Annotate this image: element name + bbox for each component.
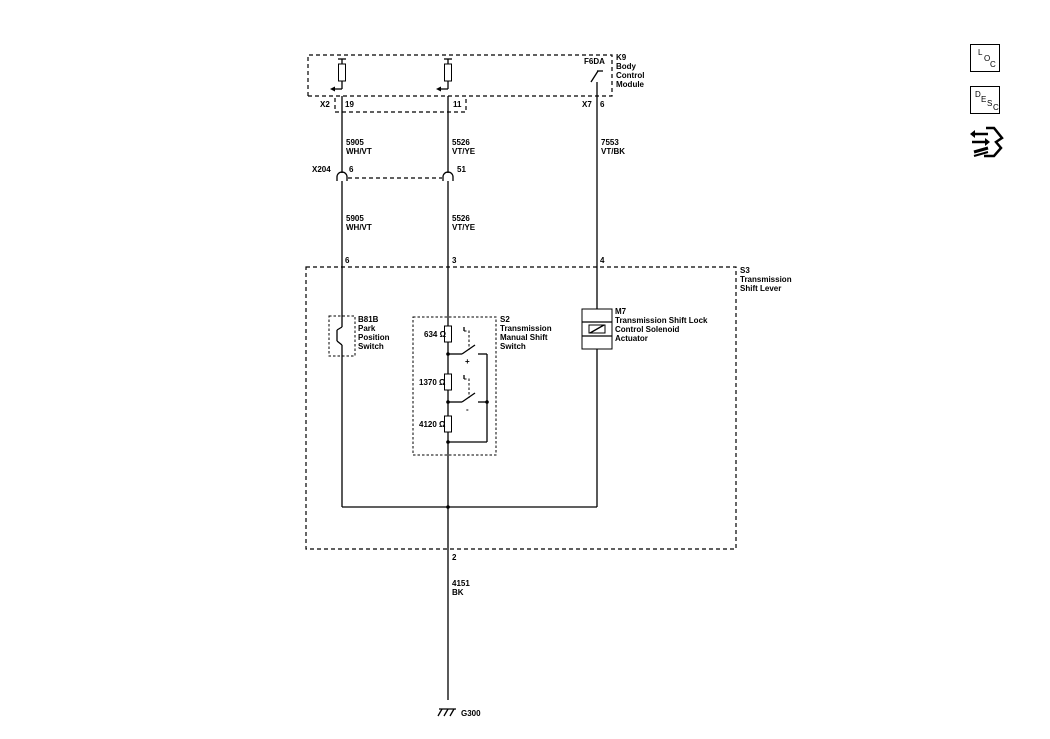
resistor-4120-label: 4120 Ω — [419, 420, 446, 429]
k9-body-control-module: K9 Body Control Module — [307, 53, 645, 113]
desc-letter-4: C — [993, 103, 999, 112]
m7-id-label: M7 — [615, 307, 627, 316]
k9-name-line1: Body — [616, 62, 637, 71]
circuit-4151-color: BK — [452, 588, 464, 597]
f6da-label: F6DA — [584, 57, 605, 66]
f6da-switch: F6DA — [584, 57, 605, 96]
s3-pin-3: 3 — [452, 256, 457, 265]
ground-g300-label: G300 — [461, 709, 481, 718]
s3-pin-4: 4 — [600, 256, 605, 265]
connector-x2-label: X2 — [320, 100, 330, 109]
s2-line3: Switch — [500, 342, 526, 351]
s2-manual-shift-switch: S2 Transmission Manual Shift Switch 634 … — [412, 315, 552, 509]
circuit-5526-num-upper: 5526 — [452, 138, 470, 147]
side-nav-icons: L O C D E S C — [968, 44, 1008, 165]
s3-id-label: S3 — [740, 266, 750, 275]
downshift-minus-symbol: - — [466, 405, 469, 414]
circuit-5905-num-lower: 5905 — [346, 214, 364, 223]
b81b-id-label: B81B — [358, 315, 379, 324]
x2-pin-11: 11 — [453, 100, 462, 109]
circuit-5905-num-upper: 5905 — [346, 138, 364, 147]
circuit-7553-color: VT/BK — [601, 147, 625, 156]
m7-line2: Control Solenoid — [615, 325, 680, 334]
desc-letter-3: S — [987, 99, 993, 108]
desc-icon[interactable]: D E S C — [970, 86, 1000, 114]
s3-transmission-shift-lever: S3 Transmission Shift Lever — [305, 266, 792, 550]
k9-id-label: K9 — [616, 53, 627, 62]
circuit-5526-color-upper: VT/YE — [452, 147, 476, 156]
b81b-line3: Switch — [358, 342, 384, 351]
b81b-line1: Park — [358, 324, 376, 333]
connector-x204-label: X204 — [312, 165, 331, 174]
loc-letter-2: O — [984, 54, 991, 63]
connector-x204: X204 6 51 — [312, 165, 466, 181]
resistor-634 — [444, 325, 452, 343]
desc-letter-2: E — [981, 95, 987, 104]
s2-line2: Manual Shift — [500, 333, 548, 342]
x7-pin-6: 6 — [600, 100, 605, 109]
x204-pin-51: 51 — [457, 165, 466, 174]
b81b-park-position-switch: B81B Park Position Switch — [328, 315, 390, 357]
resistor-634-label: 634 Ω — [424, 330, 447, 339]
resistor-1370-label: 1370 Ω — [419, 378, 446, 387]
s2-line1: Transmission — [500, 324, 552, 333]
loc-letter-3: C — [990, 60, 996, 69]
resistor-4120 — [444, 415, 452, 433]
s3-name-line2: Shift Lever — [740, 284, 781, 293]
m7-line1: Transmission Shift Lock — [615, 316, 708, 325]
ground-g300: G300 — [437, 708, 481, 718]
connector-view-icon[interactable] — [968, 124, 1004, 160]
desc-letter-1: D — [975, 90, 981, 99]
s2-id-label: S2 — [500, 315, 510, 324]
upshift-plus-symbol: + — [465, 357, 470, 366]
circuit-5526-num-lower: 5526 — [452, 214, 470, 223]
resistor-1370 — [444, 373, 452, 391]
loc-letter-1: L — [978, 48, 983, 57]
s3-name-line1: Transmission — [740, 275, 792, 284]
x204-pin-6: 6 — [349, 165, 354, 174]
k9-input-19 — [330, 58, 346, 92]
s3-pin-6: 6 — [345, 256, 350, 265]
loc-icon[interactable]: L O C — [970, 44, 1000, 72]
circuit-5905-color-upper: WH/VT — [346, 147, 372, 156]
s3-pin-2: 2 — [452, 553, 457, 562]
m7-shift-lock-solenoid: M7 Transmission Shift Lock Control Solen… — [581, 307, 708, 350]
connector-x7-label: X7 — [582, 100, 592, 109]
circuit-5526-color-lower: VT/YE — [452, 223, 476, 232]
m7-line3: Actuator — [615, 334, 648, 343]
circuit-7553-num: 7553 — [601, 138, 619, 147]
ground-junction — [446, 505, 450, 509]
x2-pin-19: 19 — [345, 100, 354, 109]
k9-input-11 — [436, 58, 452, 92]
circuit-4151-num: 4151 — [452, 579, 470, 588]
k9-name-line3: Module — [616, 80, 645, 89]
k9-name-line2: Control — [616, 71, 644, 80]
b81b-line2: Position — [358, 333, 390, 342]
circuit-5905-color-lower: WH/VT — [346, 223, 372, 232]
